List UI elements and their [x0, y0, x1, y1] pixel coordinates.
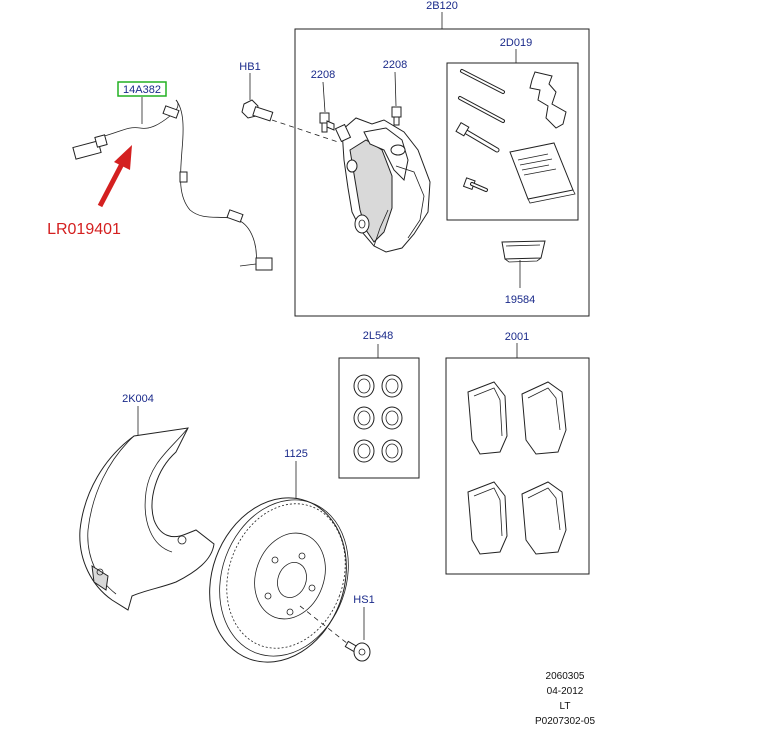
guide-pin-icon: [455, 69, 505, 153]
bleed-screw-right-icon: [391, 106, 402, 126]
dust-shield-icon: [79, 427, 215, 611]
wheel-speed-sensor-icon: [72, 99, 273, 271]
hb1-assembly-line: [271, 119, 339, 143]
seal-kit-label[interactable]: 2L548: [363, 330, 394, 342]
footer-line-1: 2060305: [546, 671, 585, 682]
bleed-screw-left-icon: [319, 112, 335, 133]
pad-set-frame: [445, 357, 590, 575]
screw-hs1-label[interactable]: HS1: [353, 594, 374, 606]
sensor-group: 14A382 LR019401: [47, 81, 273, 271]
pad-set-label[interactable]: 2001: [505, 331, 529, 343]
footer-block: 2060305 04-2012 LT P0207302-05: [535, 671, 595, 727]
bolt-hb1-label[interactable]: HB1: [239, 61, 260, 73]
pad-set-group: 2001: [445, 331, 590, 575]
highlight-part-number[interactable]: LR019401: [47, 221, 121, 238]
brake-disc-group: 1125: [209, 448, 349, 663]
bleed-left-leader: [322, 81, 326, 113]
hb1-bolt-icon: [241, 99, 274, 122]
sensor-label[interactable]: 14A382: [123, 84, 161, 96]
seal-kit-group: 2L548: [338, 330, 420, 479]
dust-shield-group: 2K004: [79, 393, 215, 611]
pin-kit-frame: [446, 62, 579, 221]
bleed-screw-right-label[interactable]: 2208: [383, 59, 407, 71]
dust-shield-label[interactable]: 2K004: [122, 393, 154, 405]
footer-line-2: 04-2012: [547, 686, 584, 697]
piston-seal-icon: [353, 374, 403, 463]
small-bolt-icon: [462, 177, 488, 192]
sensor-highlight-box: [117, 81, 167, 97]
footer-line-3: LT: [560, 701, 571, 712]
instruction-leaflet-icon: [509, 142, 576, 204]
highlight-arrow-icon: [97, 145, 132, 208]
wear-indicator-icon: [501, 240, 546, 288]
bleed-screw-left-label[interactable]: 2208: [311, 69, 335, 81]
hs1-assembly-line: [299, 605, 349, 645]
disc-label[interactable]: 1125: [284, 448, 308, 460]
pin-kit-label[interactable]: 2D019: [500, 37, 532, 49]
hs1-group: HS1: [344, 594, 375, 662]
anti-rattle-clip-icon: [529, 71, 567, 129]
footer-line-4: P0207302-05: [535, 716, 595, 727]
wear-indicator-label[interactable]: 19584: [505, 294, 536, 306]
seal-kit-frame: [338, 357, 420, 479]
brake-pad-icon: [467, 381, 567, 555]
brake-caliper-icon: [334, 117, 431, 253]
hb1-group: HB1: [239, 61, 339, 143]
brake-disc-icon: [209, 497, 349, 663]
caliper-kit-group: 2B120 2D019: [294, 0, 590, 317]
hs1-screw-icon: [344, 640, 371, 662]
bleed-right-leader: [394, 71, 397, 107]
caliper-kit-label[interactable]: 2B120: [426, 0, 458, 12]
